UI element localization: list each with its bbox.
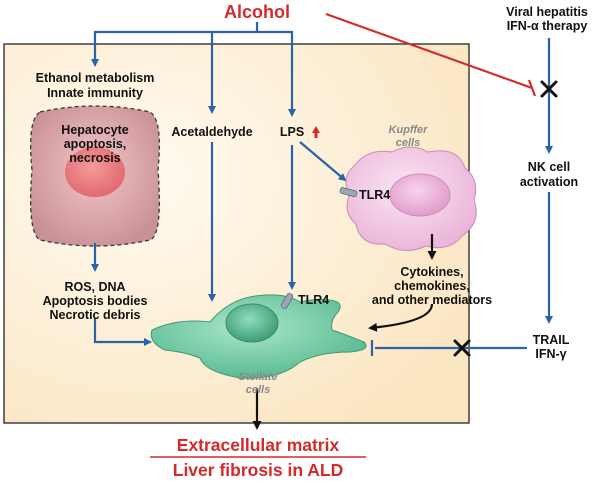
alcohol-distribution-arrows [91, 22, 347, 346]
kupffer-nucleus [389, 173, 451, 217]
cytokines-label: Cytokines, [400, 265, 463, 279]
alcohol-title: Alcohol [224, 2, 290, 22]
lps-label: LPS [280, 125, 304, 139]
ifn-gamma-label: IFN-γ [535, 347, 566, 361]
nk-pathway-arrows [370, 38, 553, 356]
kupffer-tlr4-receptor [339, 187, 358, 198]
alcohol-inhibition [325, 12, 537, 97]
ifn-alpha-label: IFN-α therapy [507, 19, 588, 33]
apoptosis-label: apoptosis, [64, 137, 127, 151]
trail-label: TRAIL [533, 333, 570, 347]
apoptosis-bodies-label: Apoptosis bodies [43, 294, 148, 308]
other-mediators-label: and other mediators [372, 293, 492, 307]
block-x-marks [453, 80, 558, 357]
chemokines-label: chemokines, [394, 279, 470, 293]
necrosis-label: necrosis [69, 151, 120, 165]
stellate-cells-label: Stellate [238, 371, 277, 383]
stellate-nucleus [225, 303, 279, 343]
liver-fibrosis-label: Liver fibrosis in ALD [173, 460, 344, 480]
innate-immunity-label: Innate immunity [47, 86, 143, 100]
ros-dna-label: ROS, DNA [64, 280, 125, 294]
nk-cell-label: NK cell [528, 160, 570, 174]
extracellular-matrix-label: Extracellular matrix [177, 435, 340, 455]
stellate-tlr4-receptor [280, 293, 294, 309]
kupffer-tlr4-label: TLR4 [359, 188, 390, 202]
hepatocyte-nucleus [65, 147, 125, 197]
kupffer-cells-sub-label: cells [396, 137, 420, 149]
nk-activation-label: activation [520, 175, 578, 189]
lps-increase-arrow-icon [312, 126, 320, 138]
acetaldehyde-label: Acetaldehyde [171, 125, 252, 139]
necrotic-debris-label: Necrotic debris [49, 308, 140, 322]
hepatocyte-label: Hepatocyte [61, 123, 128, 137]
black-arrows [252, 234, 437, 430]
kupffer-cells-label: Kupffer [389, 124, 429, 136]
stellate-cells-sub-label: cells [246, 384, 270, 396]
ethanol-metabolism-label: Ethanol metabolism [36, 71, 155, 85]
stellate-tlr4-label: TLR4 [298, 293, 329, 307]
viral-hepatitis-label: Viral hepatitis [506, 5, 588, 19]
